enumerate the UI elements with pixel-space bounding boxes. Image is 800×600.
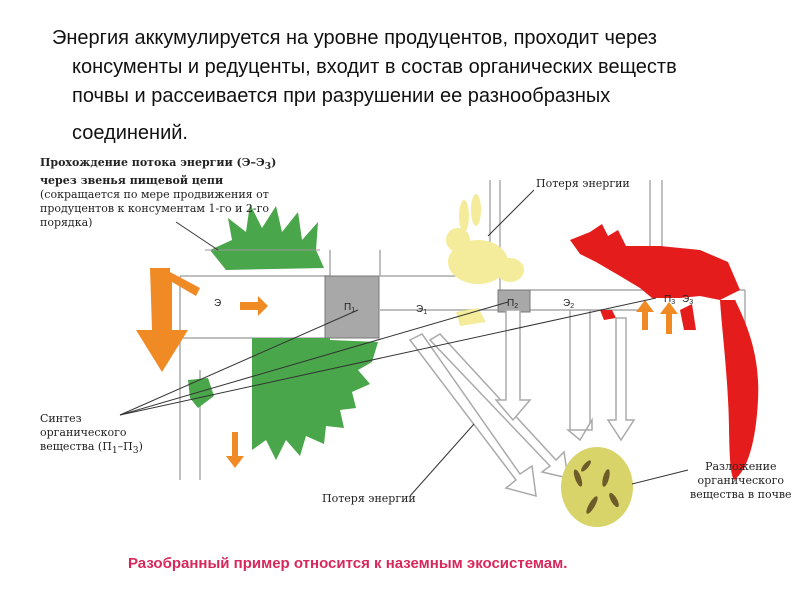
caption-bold: Прохождение потока энергии (Э–Э3) через … — [40, 156, 277, 188]
heading-line-2: консументы и редуценты, входит в состав … — [72, 56, 677, 78]
footer-note: Разобранный пример относится к наземным … — [128, 555, 568, 572]
heading-line-1: Энергия аккумулируется на уровне продуце… — [52, 27, 657, 49]
caption-rest: (сокращается по мере продвижения от прод… — [40, 188, 270, 230]
symbol-p3: П3 — [664, 294, 675, 306]
soil-organisms — [573, 460, 619, 514]
plant-top — [210, 204, 324, 270]
diagram-caption: Прохождение потока энергии (Э–Э3) через … — [40, 156, 280, 230]
label-synthesis: Синтез органического вещества (П1–П3) — [40, 412, 143, 457]
label-energy-loss-bottom: Потеря энергии — [322, 492, 416, 505]
heading-line-4: соединений. — [72, 122, 188, 144]
pointer-lines — [119, 189, 689, 497]
symbol-e3: Э3 — [682, 294, 693, 306]
heading-line-3: почвы и рассеивается при разрушении ее р… — [72, 85, 611, 107]
soil-decomposition-circle — [561, 447, 633, 527]
rabbit — [446, 194, 524, 326]
symbol-e2: Э2 — [563, 298, 574, 310]
plant-bottom — [252, 338, 378, 460]
symbol-e1: Э1 — [416, 304, 427, 316]
symbol-p2: П2 — [507, 298, 518, 310]
fox — [570, 224, 759, 480]
loss-arrows — [408, 309, 636, 498]
label-decomposition: Разложение органического вещества в почв… — [690, 460, 792, 501]
symbol-e: Э — [214, 298, 221, 309]
heading-text: Энергия аккумулируется на уровне продуце… — [52, 24, 752, 148]
label-energy-loss-top: Потеря энергии — [536, 177, 630, 190]
energy-arrows — [136, 268, 678, 468]
plant-small-leaf — [188, 378, 214, 408]
producer-block-p1 — [324, 275, 380, 339]
symbol-p1: П1 — [344, 302, 355, 314]
